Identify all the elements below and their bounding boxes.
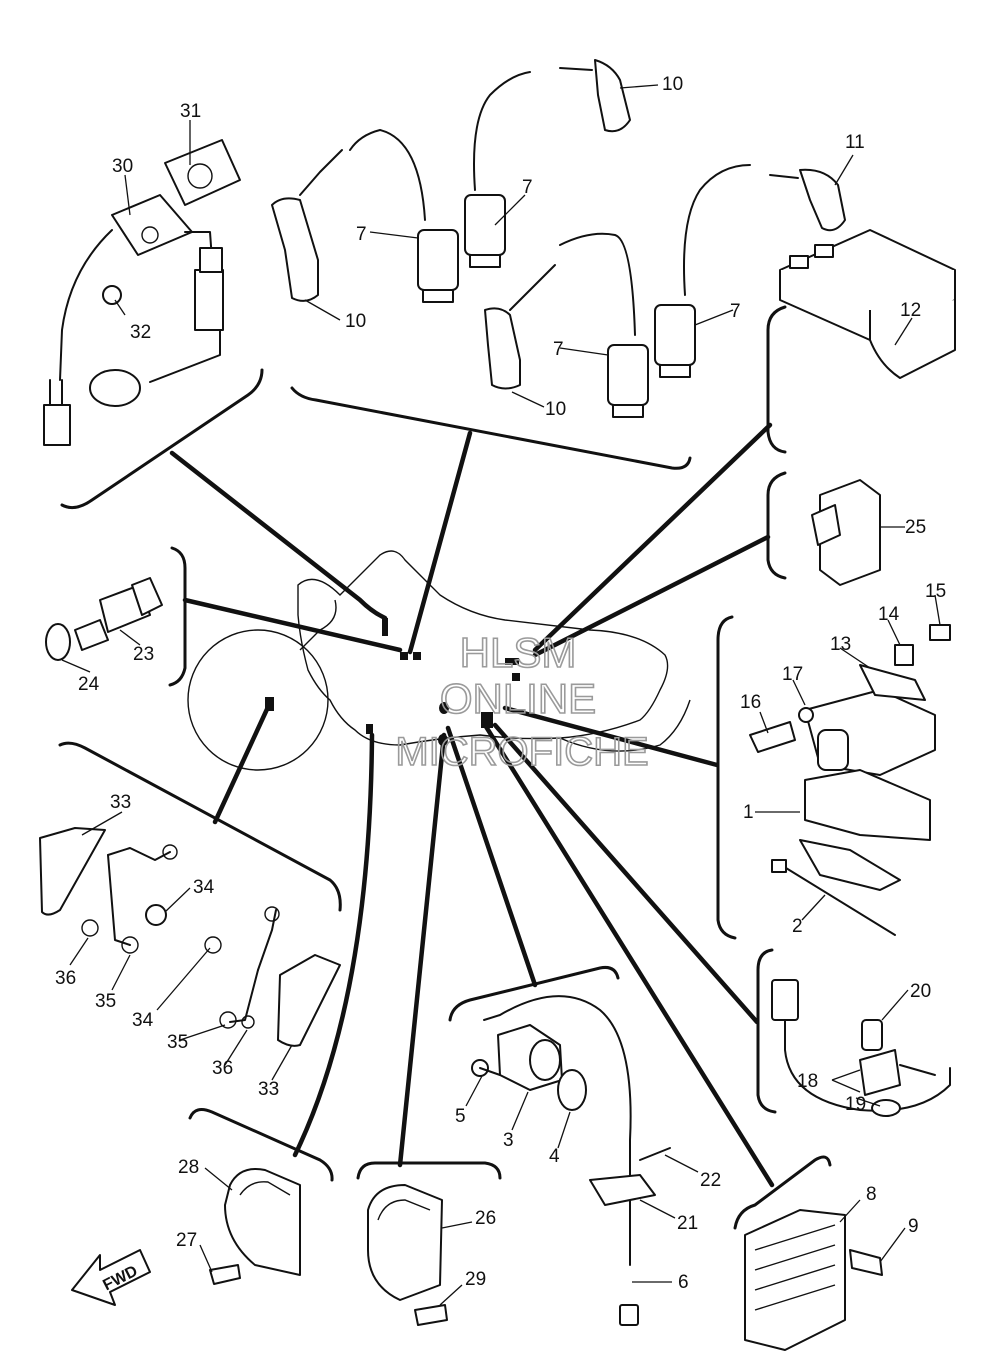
callout-34-right: 34 [132,1010,154,1031]
rectifier-regulator [744,1209,883,1351]
connector-lines [169,422,775,1188]
gear-position-sensor [771,979,951,1117]
callout-7-left: 7 [356,224,367,245]
callout-30: 30 [112,156,133,177]
callout-10-top: 10 [662,74,683,95]
horn-bracket-set-left [39,827,178,954]
callout-5: 5 [455,1106,466,1127]
horns [209,1168,448,1326]
leader-lines [61,84,941,1306]
callout-25: 25 [905,517,926,538]
callout-13: 13 [830,634,851,655]
callout-7-mid: 7 [553,339,564,360]
callout-10-mid: 10 [545,399,566,420]
callout-16: 16 [740,692,761,713]
callout-numbers: 31 30 32 10 11 7 7 10 12 7 7 10 25 15 14… [55,74,946,1293]
callout-12: 12 [900,300,921,321]
callout-31: 31 [180,101,201,122]
callout-21: 21 [677,1213,698,1234]
callout-35-right: 35 [167,1032,188,1053]
callout-29: 29 [465,1269,486,1290]
callout-33-right: 33 [258,1079,279,1100]
watermark-line-3: MICROFICHE [395,730,648,774]
starter-relay [749,624,951,936]
callout-17: 17 [782,664,803,685]
callout-7-right: 7 [730,301,741,322]
callout-14: 14 [878,604,900,625]
horn-bracket-set-right [204,906,341,1047]
callout-3: 3 [503,1130,514,1151]
watermark-line-2: ONLINE [440,675,596,722]
speed-sensor [471,995,671,1326]
forward-direction-arrow: FWD [71,1249,151,1306]
motorcycle-outline [187,550,691,771]
callout-32: 32 [130,322,151,343]
callout-22: 22 [700,1170,721,1191]
callout-9: 9 [908,1216,919,1237]
temperature-sensor [45,577,163,661]
callout-4: 4 [549,1146,560,1167]
group-brackets [58,305,832,1230]
callout-1: 1 [743,802,754,823]
callout-10-left: 10 [345,311,366,332]
callout-6: 6 [678,1272,689,1293]
callout-36-left: 36 [55,968,76,989]
callout-18: 18 [797,1071,818,1092]
callout-24: 24 [78,674,100,695]
watermark-line-1: HLSM [460,629,577,676]
callout-11: 11 [845,132,865,153]
callout-2: 2 [792,916,803,937]
relay [811,479,881,586]
callout-34-left: 34 [193,877,215,898]
ignition-coils [271,59,846,418]
callout-27: 27 [176,1230,197,1251]
callout-33-left: 33 [110,792,131,813]
fuel-sender-unit [43,139,241,446]
callout-35-left: 35 [95,991,116,1012]
callout-26: 26 [475,1208,496,1229]
callout-15: 15 [925,581,946,602]
callout-28: 28 [178,1157,199,1178]
callout-8: 8 [866,1184,877,1205]
callout-19: 19 [845,1094,866,1115]
callout-20: 20 [910,981,931,1002]
callout-23: 23 [133,644,154,665]
callout-36-right: 36 [212,1058,233,1079]
watermark: HLSM ONLINE MICROFICHE [395,628,650,775]
callout-7-top: 7 [522,177,533,198]
ecu [779,229,956,379]
